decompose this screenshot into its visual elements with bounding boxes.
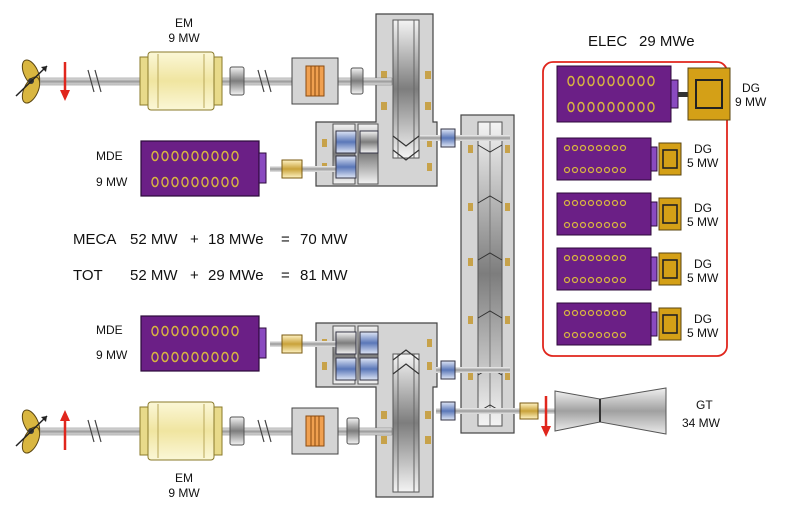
mde-top-engine — [140, 140, 336, 197]
dg-4-power: 5 MW — [687, 271, 719, 285]
dg-2-name: DG — [694, 142, 712, 156]
dg-1-name: DG — [742, 81, 760, 95]
top-clutch — [291, 57, 339, 105]
tot-b: 29 MWe — [208, 267, 264, 284]
meca-b: 18 MWe — [208, 231, 264, 248]
dg-3-name: DG — [694, 201, 712, 215]
bottom-rotation-arrow — [60, 410, 70, 450]
gas-turbine — [554, 387, 667, 435]
top-rotation-arrow — [60, 62, 70, 101]
dg-unit-3 — [556, 192, 682, 236]
mde-top-name: MDE — [96, 149, 123, 163]
elec-frame — [542, 61, 728, 357]
top-propeller — [15, 59, 48, 104]
bottom-propeller — [15, 409, 48, 454]
gt-rotation-arrow — [541, 396, 551, 437]
clutch-packs — [335, 130, 379, 381]
meca-a: 52 MW — [130, 231, 178, 248]
tot-plus: + — [190, 267, 199, 284]
mde-bottom-name: MDE — [96, 323, 123, 337]
meca-total: 70 MW — [300, 231, 348, 248]
central-gearbox — [460, 114, 515, 434]
elec-title: ELEC — [588, 33, 627, 50]
dg-3-power: 5 MW — [687, 215, 719, 229]
gt-name: GT — [696, 398, 713, 412]
dg-unit-4 — [556, 247, 682, 291]
em-top-power: 9 MW — [168, 31, 200, 45]
tot-eq: = — [281, 267, 290, 284]
em-top-name: EM — [175, 16, 193, 30]
bottom-clutch — [291, 407, 339, 455]
mde-bottom-engine — [140, 315, 336, 372]
bottom-electric-motor — [139, 401, 223, 461]
summary-tot: TOT 52 MW + 29 MWe = 81 MW — [73, 267, 348, 284]
top-electric-motor — [139, 51, 223, 111]
meca-plus: + — [190, 231, 199, 248]
elec-power: 29 MWe — [639, 33, 695, 50]
dg-5-power: 5 MW — [687, 326, 719, 340]
meca-eq: = — [281, 231, 290, 248]
em-bottom-power: 9 MW — [168, 486, 200, 500]
mde-bottom-power: 9 MW — [96, 348, 128, 362]
dg-1-power: 9 MW — [735, 95, 767, 109]
mde-top-power: 9 MW — [96, 175, 128, 189]
cross-shafts — [420, 128, 556, 421]
meca-label: MECA — [73, 231, 116, 248]
summary-meca: MECA 52 MW + 18 MWe = 70 MW — [73, 231, 348, 248]
dg-5-name: DG — [694, 312, 712, 326]
dg-unit-5 — [556, 302, 682, 346]
gt-power: 34 MW — [682, 416, 721, 430]
dg-unit-1 — [556, 65, 731, 123]
tot-a: 52 MW — [130, 267, 178, 284]
tot-total: 81 MW — [300, 267, 348, 284]
em-bottom-name: EM — [175, 471, 193, 485]
dg-unit-2 — [556, 137, 682, 181]
dg-2-power: 5 MW — [687, 156, 719, 170]
tot-label: TOT — [73, 267, 103, 284]
dg-4-name: DG — [694, 257, 712, 271]
